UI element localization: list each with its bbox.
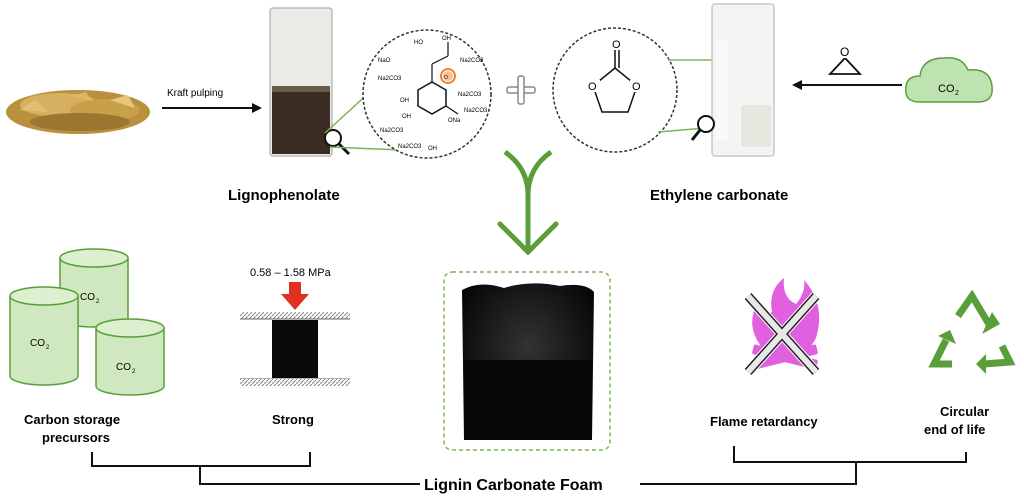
ring-o-label: O [588,81,597,93]
strong-title: Strong [272,412,314,427]
carbonyl-o-label: O [612,39,621,51]
pressure-range-label: 0.58 – 1.58 MPa [250,267,332,279]
lignophenolate-title: Lignophenolate [228,187,340,204]
svg-text:2: 2 [46,345,50,351]
magnifier-icon [324,129,351,156]
structure-label: Na2CO3 [460,58,484,64]
kraft-pulping-label: Kraft pulping [167,88,223,99]
structure-label: HO [414,40,423,46]
lignin-carbonate-foam-title: Lignin Carbonate Foam [424,477,603,494]
circular-title-2: end of life [924,422,985,437]
down-arrow-icon [281,282,309,310]
foam-sample-image [443,271,611,451]
lignophenolate-beaker [269,7,333,157]
structure-label: Na2CO3 [458,92,482,98]
structure-label: Na2CO3 [380,128,404,134]
flame-retardancy-title: Flame retardancy [710,414,818,429]
svg-text:2: 2 [96,299,100,305]
ethylene-carbonate-structure: O O O [552,27,678,153]
merge-arrow [497,149,559,256]
svg-text:O: O [840,45,849,59]
kraft-arrow-head [252,103,262,113]
recycle-icon [928,289,1016,374]
compression-test-icon [240,312,350,386]
zoom-line [329,146,401,151]
structure-label: OH [400,98,409,104]
co2-arrow-head [792,80,802,90]
svg-text:CO: CO [116,362,131,373]
zoom-line [657,127,707,133]
ethylene-carbonate-title: Ethylene carbonate [650,187,788,204]
structure-label: ONa [448,118,461,124]
flame-crossed-icon [743,278,821,376]
magnifier-icon [690,115,715,141]
left-bracket [91,452,420,485]
structure-label: OH [428,146,437,152]
wood-chips-image [6,90,150,134]
structure-label: Na2CO3 [398,144,422,150]
co2-cloud-subscript: 2 [955,90,959,97]
structure-label: Na2CO3 [464,108,488,114]
plus-icon [506,75,536,105]
co2-cloud-icon: CO 2 [905,57,993,103]
structure-label: NaO [378,58,391,64]
structure-label: Na2CO3 [378,76,402,82]
structure-label: OH [442,36,451,42]
structure-label: O [444,75,448,81]
right-bracket [640,446,967,485]
carbon-storage-title-1: Carbon storage [24,412,120,427]
co2-cloud-label: CO [938,83,955,95]
ethylene-oxide-icon: O [827,44,863,75]
svg-text:CO: CO [30,338,45,349]
structure-label: OH [402,114,411,120]
circular-title-1: Circular [940,404,989,419]
svg-text:2: 2 [132,369,136,375]
carbon-storage-title-2: precursors [42,430,110,445]
ring-o-label: O [632,81,641,93]
ethylene-carbonate-beaker [711,3,775,157]
lignophenolate-structure: HO NaO Na2CO3 Na2CO3 Na2CO3 ONa Na2CO3 O… [362,29,492,159]
svg-text:CO: CO [80,292,95,303]
